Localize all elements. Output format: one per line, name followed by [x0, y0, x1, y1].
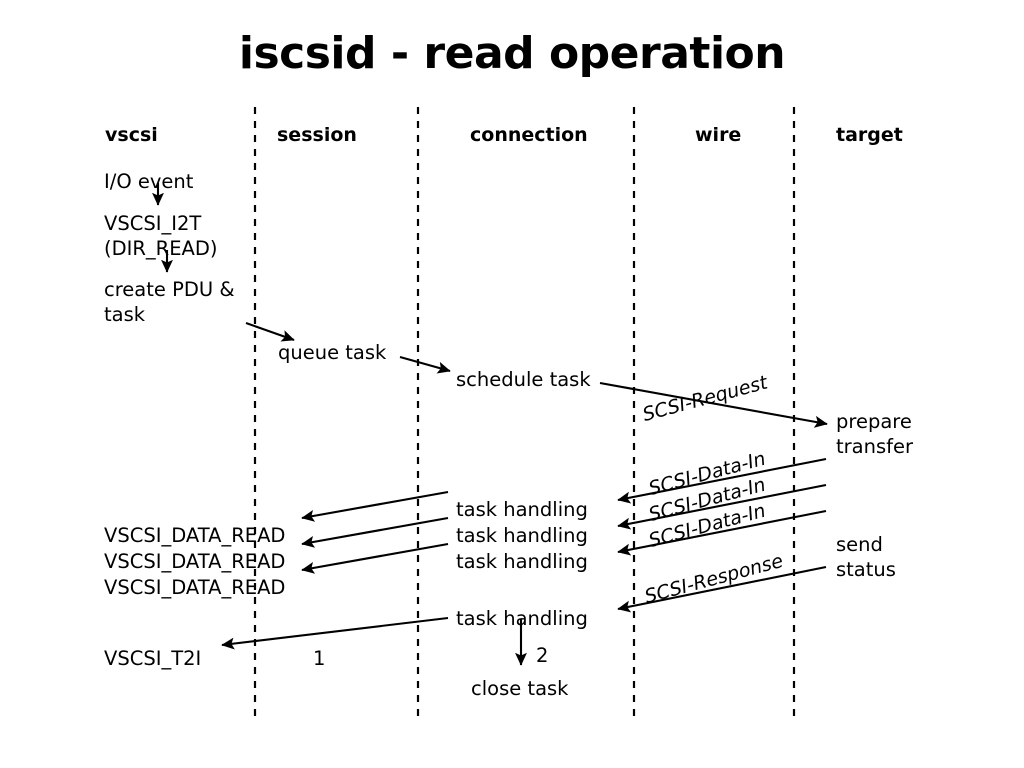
- lane-header-vscsi: vscsi: [105, 124, 158, 146]
- node-io-event: I/O event: [104, 170, 194, 193]
- node-task-handling-1: task handling: [456, 498, 588, 521]
- lane-header-wire: wire: [695, 124, 742, 146]
- lifelines-group: [253, 107, 796, 716]
- arrow-schedule-to-prepare: [599, 381, 828, 428]
- arrow-queue-task-to-schedule: [399, 355, 451, 374]
- step-number-2: 2: [536, 644, 549, 667]
- node-close-task: close task: [471, 677, 569, 700]
- node-task-handling-3: task handling: [456, 550, 588, 573]
- arrow-data-in-3: [617, 509, 827, 556]
- node-create-pdu-task: create PDU & task: [104, 278, 235, 326]
- page-title: iscsid - read operation: [238, 28, 786, 79]
- node-send-status: send status: [836, 533, 896, 581]
- arrow-data-in-2: [617, 483, 827, 530]
- node-schedule-task: schedule task: [456, 368, 591, 391]
- node-vscsi-i2t: VSCSI_I2T (DIR_READ): [104, 212, 218, 260]
- node-vscsi-data-read-2: VSCSI_DATA_READ: [104, 550, 286, 573]
- arrow-task-handling-1: [301, 490, 449, 522]
- arrows-group: [152, 183, 828, 666]
- node-task-handling-2: task handling: [456, 524, 588, 547]
- arrow-task-handling-2: [301, 516, 449, 548]
- node-task-handling-4: task handling: [456, 607, 588, 630]
- arrow-data-in-1: [617, 457, 827, 504]
- node-queue-task: queue task: [278, 341, 387, 364]
- lane-header-target: target: [836, 124, 903, 146]
- step-number-1: 1: [313, 647, 326, 670]
- node-vscsi-t2i: VSCSI_T2I: [104, 647, 202, 670]
- arrow-task-handling-to-t2i: [221, 616, 449, 650]
- node-vscsi-data-read-1: VSCSI_DATA_READ: [104, 524, 286, 547]
- arrow-scsi-response: [617, 565, 827, 613]
- node-prepare-transfer: prepare transfer: [836, 410, 914, 458]
- arrow-task-handling-3: [301, 542, 449, 574]
- lane-header-connection: connection: [470, 124, 588, 146]
- arrow-create-pdu-to-queue-task: [245, 322, 295, 342]
- node-vscsi-data-read-3: VSCSI_DATA_READ: [104, 576, 286, 599]
- lane-header-session: session: [277, 124, 357, 146]
